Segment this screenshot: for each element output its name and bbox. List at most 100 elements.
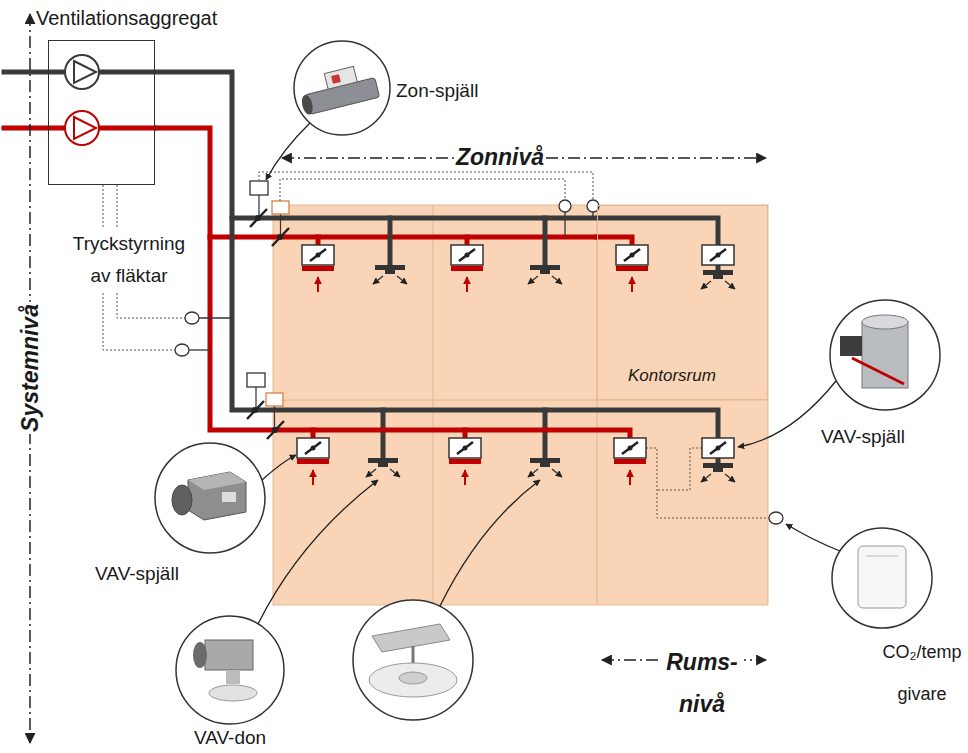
- callout-vav-diffuser: [205, 640, 253, 670]
- room-devices: [614, 459, 646, 485]
- room-devices: [297, 245, 735, 485]
- room-devices: [373, 265, 407, 284]
- room-devices: [297, 459, 329, 485]
- pressure-sensor: [199, 317, 232, 318]
- callout-vav-diffuser: [193, 642, 207, 668]
- pressure-sensor: [559, 200, 571, 212]
- callout-vav-damper: [862, 315, 908, 329]
- control-wire: [259, 172, 593, 200]
- callout-vav-diffuser: [353, 600, 473, 720]
- room-devices: [614, 438, 646, 458]
- pressure-sensor: [592, 212, 593, 218]
- room-devices: [451, 245, 483, 265]
- callout-vav-damper: [222, 492, 236, 502]
- unit-heading: Ventilationsaggregat: [36, 7, 217, 30]
- unit-housing: [48, 40, 155, 185]
- supply-duct: [4, 128, 632, 438]
- room-devices: [701, 270, 735, 289]
- extract-duct: [383, 218, 718, 463]
- office-room: Kontorsrum: [597, 205, 768, 400]
- callout-zone-damper: [294, 41, 390, 135]
- callout-zone-damper: [300, 94, 315, 116]
- extract-fan: [65, 55, 99, 89]
- zone-damper: [255, 215, 261, 221]
- room-devices: [449, 459, 481, 485]
- pressure-sensor: [175, 344, 189, 356]
- callout-zone-damper: [324, 66, 357, 89]
- zone-damper: [252, 407, 258, 413]
- part-label: VAV-don: [192, 727, 268, 749]
- room-devices: [451, 266, 483, 292]
- control-wire: [646, 448, 769, 518]
- note-label: Tryckstyrning av fläktar: [62, 228, 196, 292]
- room-devices: [701, 463, 735, 482]
- callout-co2-sensor: [832, 528, 932, 628]
- callout-vav-diffuser: [399, 672, 427, 684]
- level-label: Systemnivå: [17, 302, 43, 434]
- part-label: VAV-spjäll: [819, 426, 907, 448]
- room-devices: [528, 265, 562, 284]
- callout-vav-damper: [172, 485, 192, 515]
- zone-damper: [272, 201, 289, 214]
- pressure-sensor: [189, 349, 210, 350]
- leader-arrow: [266, 123, 310, 180]
- callout-vav-damper: [862, 322, 908, 388]
- room-grid: [273, 205, 768, 605]
- callout-vav-damper: [155, 443, 265, 553]
- callout-vav-diffuser: [176, 616, 284, 724]
- level-axis: [30, 14, 766, 743]
- leader-arrow: [262, 455, 296, 480]
- zone-damper: [247, 181, 289, 439]
- room-devices: [702, 245, 734, 265]
- supply-fan: [74, 117, 96, 139]
- pressure-sensor: [175, 200, 783, 524]
- callout-vav-diffuser: [226, 670, 240, 684]
- room-devices: [702, 438, 734, 458]
- room-devices: [366, 458, 400, 477]
- callout-vav-damper: [155, 443, 265, 553]
- callout-co2-sensor: [858, 546, 906, 608]
- part-label: CO₂/temp givare: [875, 631, 968, 715]
- callout-zone-damper: [331, 74, 341, 84]
- room-devices: [616, 245, 648, 265]
- callout-vav-damper: [852, 358, 904, 384]
- zone-damper: [247, 209, 289, 439]
- supply-fan: [65, 111, 99, 145]
- room-devices: [302, 245, 334, 265]
- pressure-sensor: [185, 312, 199, 324]
- callout-vav-damper: [830, 300, 940, 410]
- control-wire: [280, 179, 565, 201]
- level-label: Rums- nivå: [660, 641, 744, 725]
- callout-vav-diffuser: [369, 663, 457, 697]
- callout-vav-damper: [840, 336, 862, 356]
- room-devices: [449, 438, 481, 458]
- supply-duct: [597, 237, 632, 245]
- supply-duct: [210, 237, 630, 438]
- zone-damper: [247, 373, 265, 387]
- supply-fan: [65, 111, 99, 145]
- callout-zone-damper: [296, 62, 379, 116]
- part-label: VAV-spjäll: [93, 563, 181, 585]
- leader-arrow: [440, 480, 540, 606]
- leader-arrow: [786, 524, 840, 551]
- callout-vav-damper: [188, 472, 246, 520]
- room-devices: [616, 266, 648, 292]
- callout-co2-sensor: [832, 528, 932, 628]
- zone-damper: [266, 393, 283, 406]
- zone-damper: [250, 181, 268, 195]
- callout-vav-diffuser: [176, 616, 284, 724]
- extract-fan: [74, 61, 96, 83]
- callout-zone-damper: [294, 41, 390, 135]
- office-area: [273, 205, 768, 605]
- room-devices: [528, 458, 562, 477]
- supply-duct: [313, 237, 467, 438]
- supply-duct: [155, 128, 597, 237]
- extract-duct: [232, 218, 718, 245]
- room-devices: [297, 438, 329, 458]
- callout-vav-damper: [188, 472, 246, 490]
- part-label: Zon-spjäll: [394, 80, 480, 102]
